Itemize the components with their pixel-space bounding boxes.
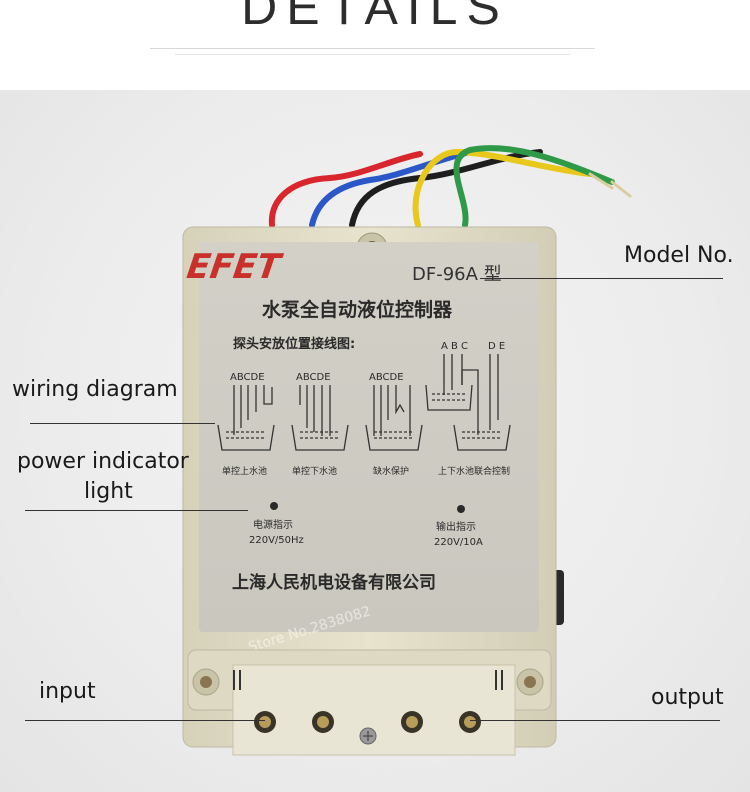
callout-wiring-diagram: wiring diagram <box>12 377 178 402</box>
diagram2-caption: 单控下水池 <box>292 465 337 477</box>
output-indicator-led <box>457 505 465 513</box>
callout-power-indicator-line1: power indicator <box>17 449 189 474</box>
diagram1-letters: ABCDE <box>230 372 265 383</box>
leader-wiring-diagram <box>30 423 215 424</box>
diagram4-caption: 上下水池联合控制 <box>438 465 510 477</box>
output-indicator-spec: 220V/10A <box>434 537 483 548</box>
product-name: 水泵全自动液位控制器 <box>262 298 453 321</box>
callout-input: input <box>39 679 96 704</box>
diagram3-caption: 缺水保护 <box>373 465 409 477</box>
diagram1-caption: 单控上水池 <box>222 465 267 477</box>
header-title: DETAILS <box>241 0 509 35</box>
power-indicator-label: 电源指示 <box>253 518 293 531</box>
header-divider <box>150 48 595 49</box>
leader-output <box>470 720 720 721</box>
terminal-screws <box>254 711 481 745</box>
level-controller-illustration: EFET DF-96A 型 水泵全自动液位控制器 探头安放位置接线图: ABCD… <box>182 145 632 756</box>
diagram4-letters-de: D E <box>488 341 505 352</box>
manufacturer-name: 上海人民机电设备有限公司 <box>232 572 436 593</box>
brand-logo: EFET <box>184 247 285 287</box>
output-indicator-label: 输出指示 <box>436 520 476 533</box>
wiring-title: 探头安放位置接线图: <box>233 336 355 352</box>
leader-model-no <box>480 278 723 279</box>
power-indicator-led <box>270 502 278 510</box>
lead-wires <box>268 145 632 228</box>
diagram4-letters-abc: A B C <box>441 341 468 352</box>
leader-input <box>25 720 265 721</box>
diagram3-letters: ABCDE <box>369 372 404 383</box>
leader-power-indicator <box>25 510 248 511</box>
header-divider-short <box>175 54 570 55</box>
product-photo: EFET DF-96A 型 水泵全自动液位控制器 探头安放位置接线图: ABCD… <box>0 90 750 792</box>
callout-output: output <box>651 685 724 710</box>
callout-model-no: Model No. <box>624 243 734 268</box>
wiring-diagrams: ABCDE ABCDE ABCDE A B C D E <box>217 341 511 451</box>
power-indicator-spec: 220V/50Hz <box>249 535 304 546</box>
header: DETAILS <box>0 0 750 90</box>
model-number: DF-96A 型 <box>412 264 502 285</box>
faceplate <box>199 242 539 632</box>
callout-power-indicator-line2: light <box>84 479 133 504</box>
diagram2-letters: ABCDE <box>296 372 331 383</box>
